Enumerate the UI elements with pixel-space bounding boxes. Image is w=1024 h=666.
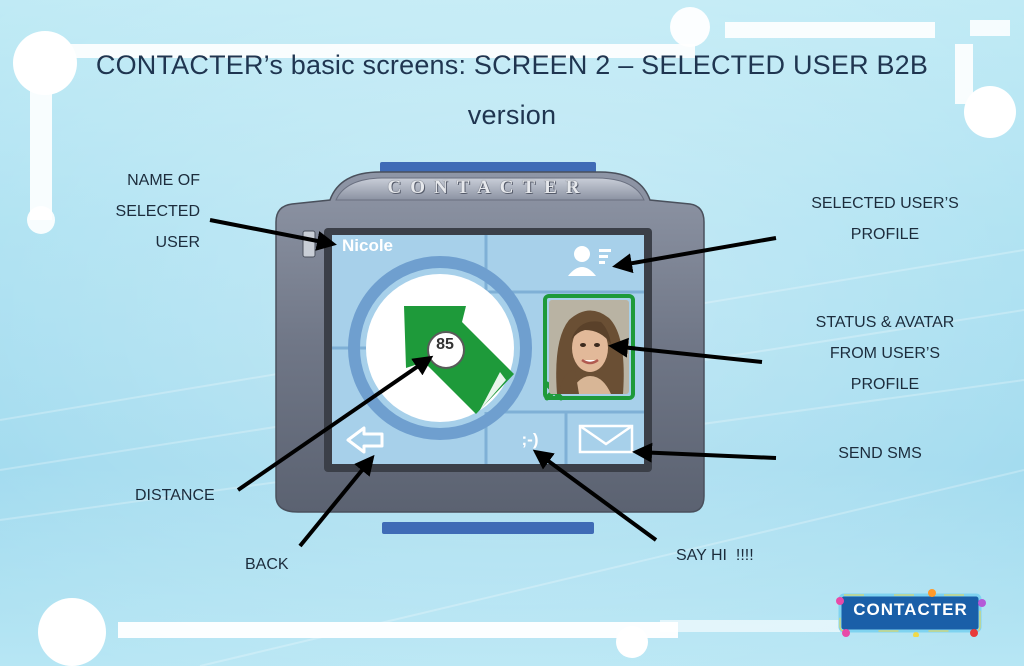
arrow-left-icon[interactable] (346, 426, 384, 454)
user-profile-icon[interactable] (568, 246, 611, 276)
device-brand: CONTACTER (387, 177, 589, 198)
label-selected-user: SELECTED USER (115, 203, 200, 251)
label-profile: PROFILE (850, 226, 920, 243)
label-profile-2: PROFILE (850, 376, 920, 393)
label-send-sms: SEND SMS (838, 445, 922, 462)
distance-value: 85 (436, 336, 454, 353)
label-distance: DISTANCE (135, 487, 215, 504)
slide-title-line1: CONTACTER’s basic screens: SCREEN 2 – SE… (95, 50, 929, 80)
label-selected-users: SELECTED USER’S (811, 195, 959, 212)
label-back: BACK (245, 556, 289, 573)
label-from-users: FROM USER’S (829, 345, 941, 362)
label-name-of: NAME OF (127, 172, 200, 189)
slide-title-line2: version (467, 100, 557, 130)
label-say-hi: SAY HI !!!! (676, 547, 754, 564)
bottom-strap (382, 522, 594, 534)
say-hi-button[interactable]: ;-) (521, 430, 539, 449)
logo-text: CONTACTER (853, 600, 968, 619)
envelope-icon[interactable] (578, 424, 634, 454)
direction-arrow-icon (404, 306, 514, 414)
selected-user-name: Nicole (342, 236, 394, 255)
label-status-avatar: STATUS & AVATAR (815, 314, 955, 331)
contacter-logo (836, 589, 986, 637)
